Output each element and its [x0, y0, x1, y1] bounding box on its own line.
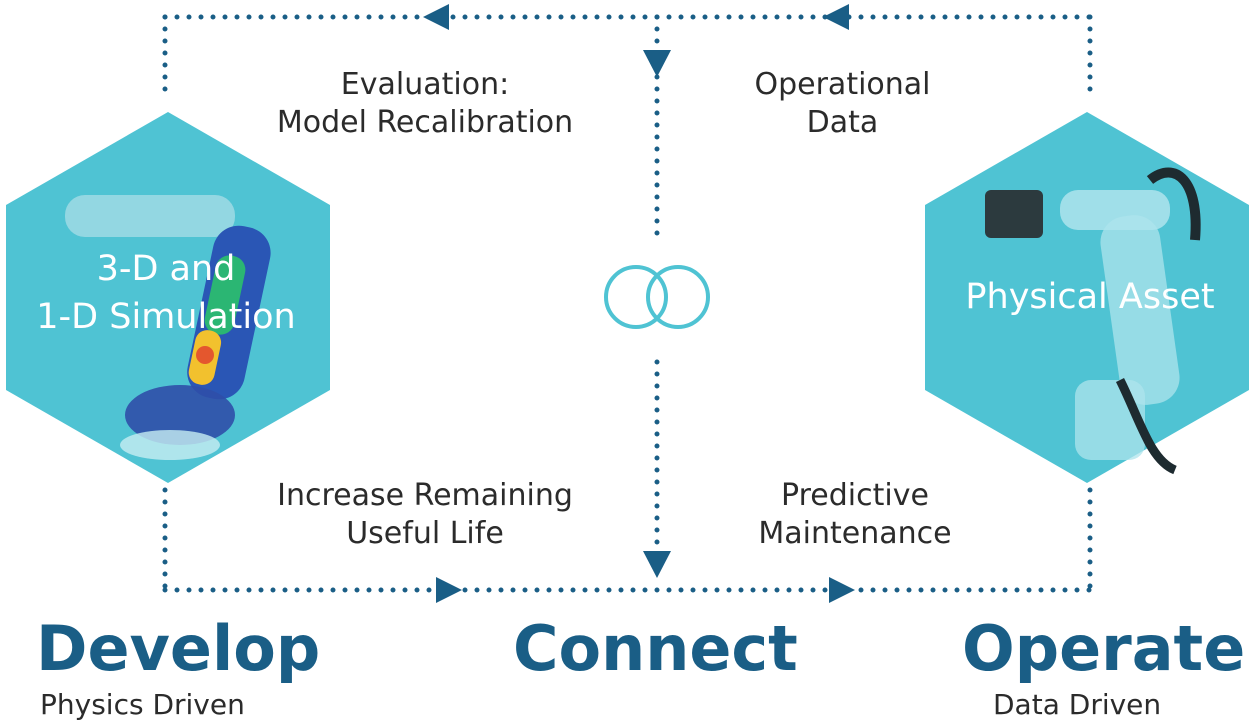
predictive-maintenance-line2: Maintenance — [758, 516, 952, 551]
useful-life-line1: Increase Remaining — [277, 478, 573, 513]
predictive-maintenance-label: Predictive Maintenance — [705, 477, 1005, 553]
useful-life-line2: Useful Life — [346, 516, 504, 551]
develop-title: Develop — [36, 612, 321, 685]
simulation-label: 3-D and 1-D Simulation — [16, 245, 316, 341]
model-recalibration-line2: Model Recalibration — [276, 105, 574, 140]
develop-subtitle: Physics Driven — [40, 688, 245, 721]
simulated-robot-arm-icon — [65, 195, 271, 460]
simulation-label-line2: 1-D Simulation — [36, 297, 296, 337]
down-arrow-icon — [643, 50, 671, 77]
useful-life-label: Increase Remaining Useful Life — [245, 477, 605, 553]
physical-asset-label: Physical Asset — [935, 273, 1245, 321]
interlocking-rings-icon — [604, 265, 710, 329]
left-arrow-icon — [423, 4, 449, 30]
operational-data-line1: Operational — [754, 67, 931, 102]
simulation-label-line1: 3-D and — [96, 249, 236, 289]
simulation-hexagon — [6, 112, 330, 483]
predictive-maintenance-line1: Predictive — [781, 478, 929, 513]
flow-arrows — [423, 4, 855, 603]
right-arrow-icon — [829, 577, 855, 603]
physical-asset-label-text: Physical Asset — [965, 277, 1215, 317]
model-recalibration-label: Evaluation: Model Recalibration — [245, 66, 605, 142]
down-arrow-icon — [643, 551, 671, 578]
operate-title: Operate — [962, 612, 1246, 685]
model-recalibration-line1: Evaluation: — [340, 67, 510, 102]
right-arrow-icon — [436, 577, 462, 603]
connect-title: Connect — [513, 612, 798, 685]
operational-data-line2: Data — [806, 105, 879, 140]
robot-arm-icon — [985, 167, 1201, 475]
physical-asset-hexagon — [925, 112, 1249, 483]
operate-subtitle: Data Driven — [993, 688, 1162, 721]
operational-data-label: Operational Data — [705, 66, 980, 142]
left-arrow-icon — [823, 4, 849, 30]
